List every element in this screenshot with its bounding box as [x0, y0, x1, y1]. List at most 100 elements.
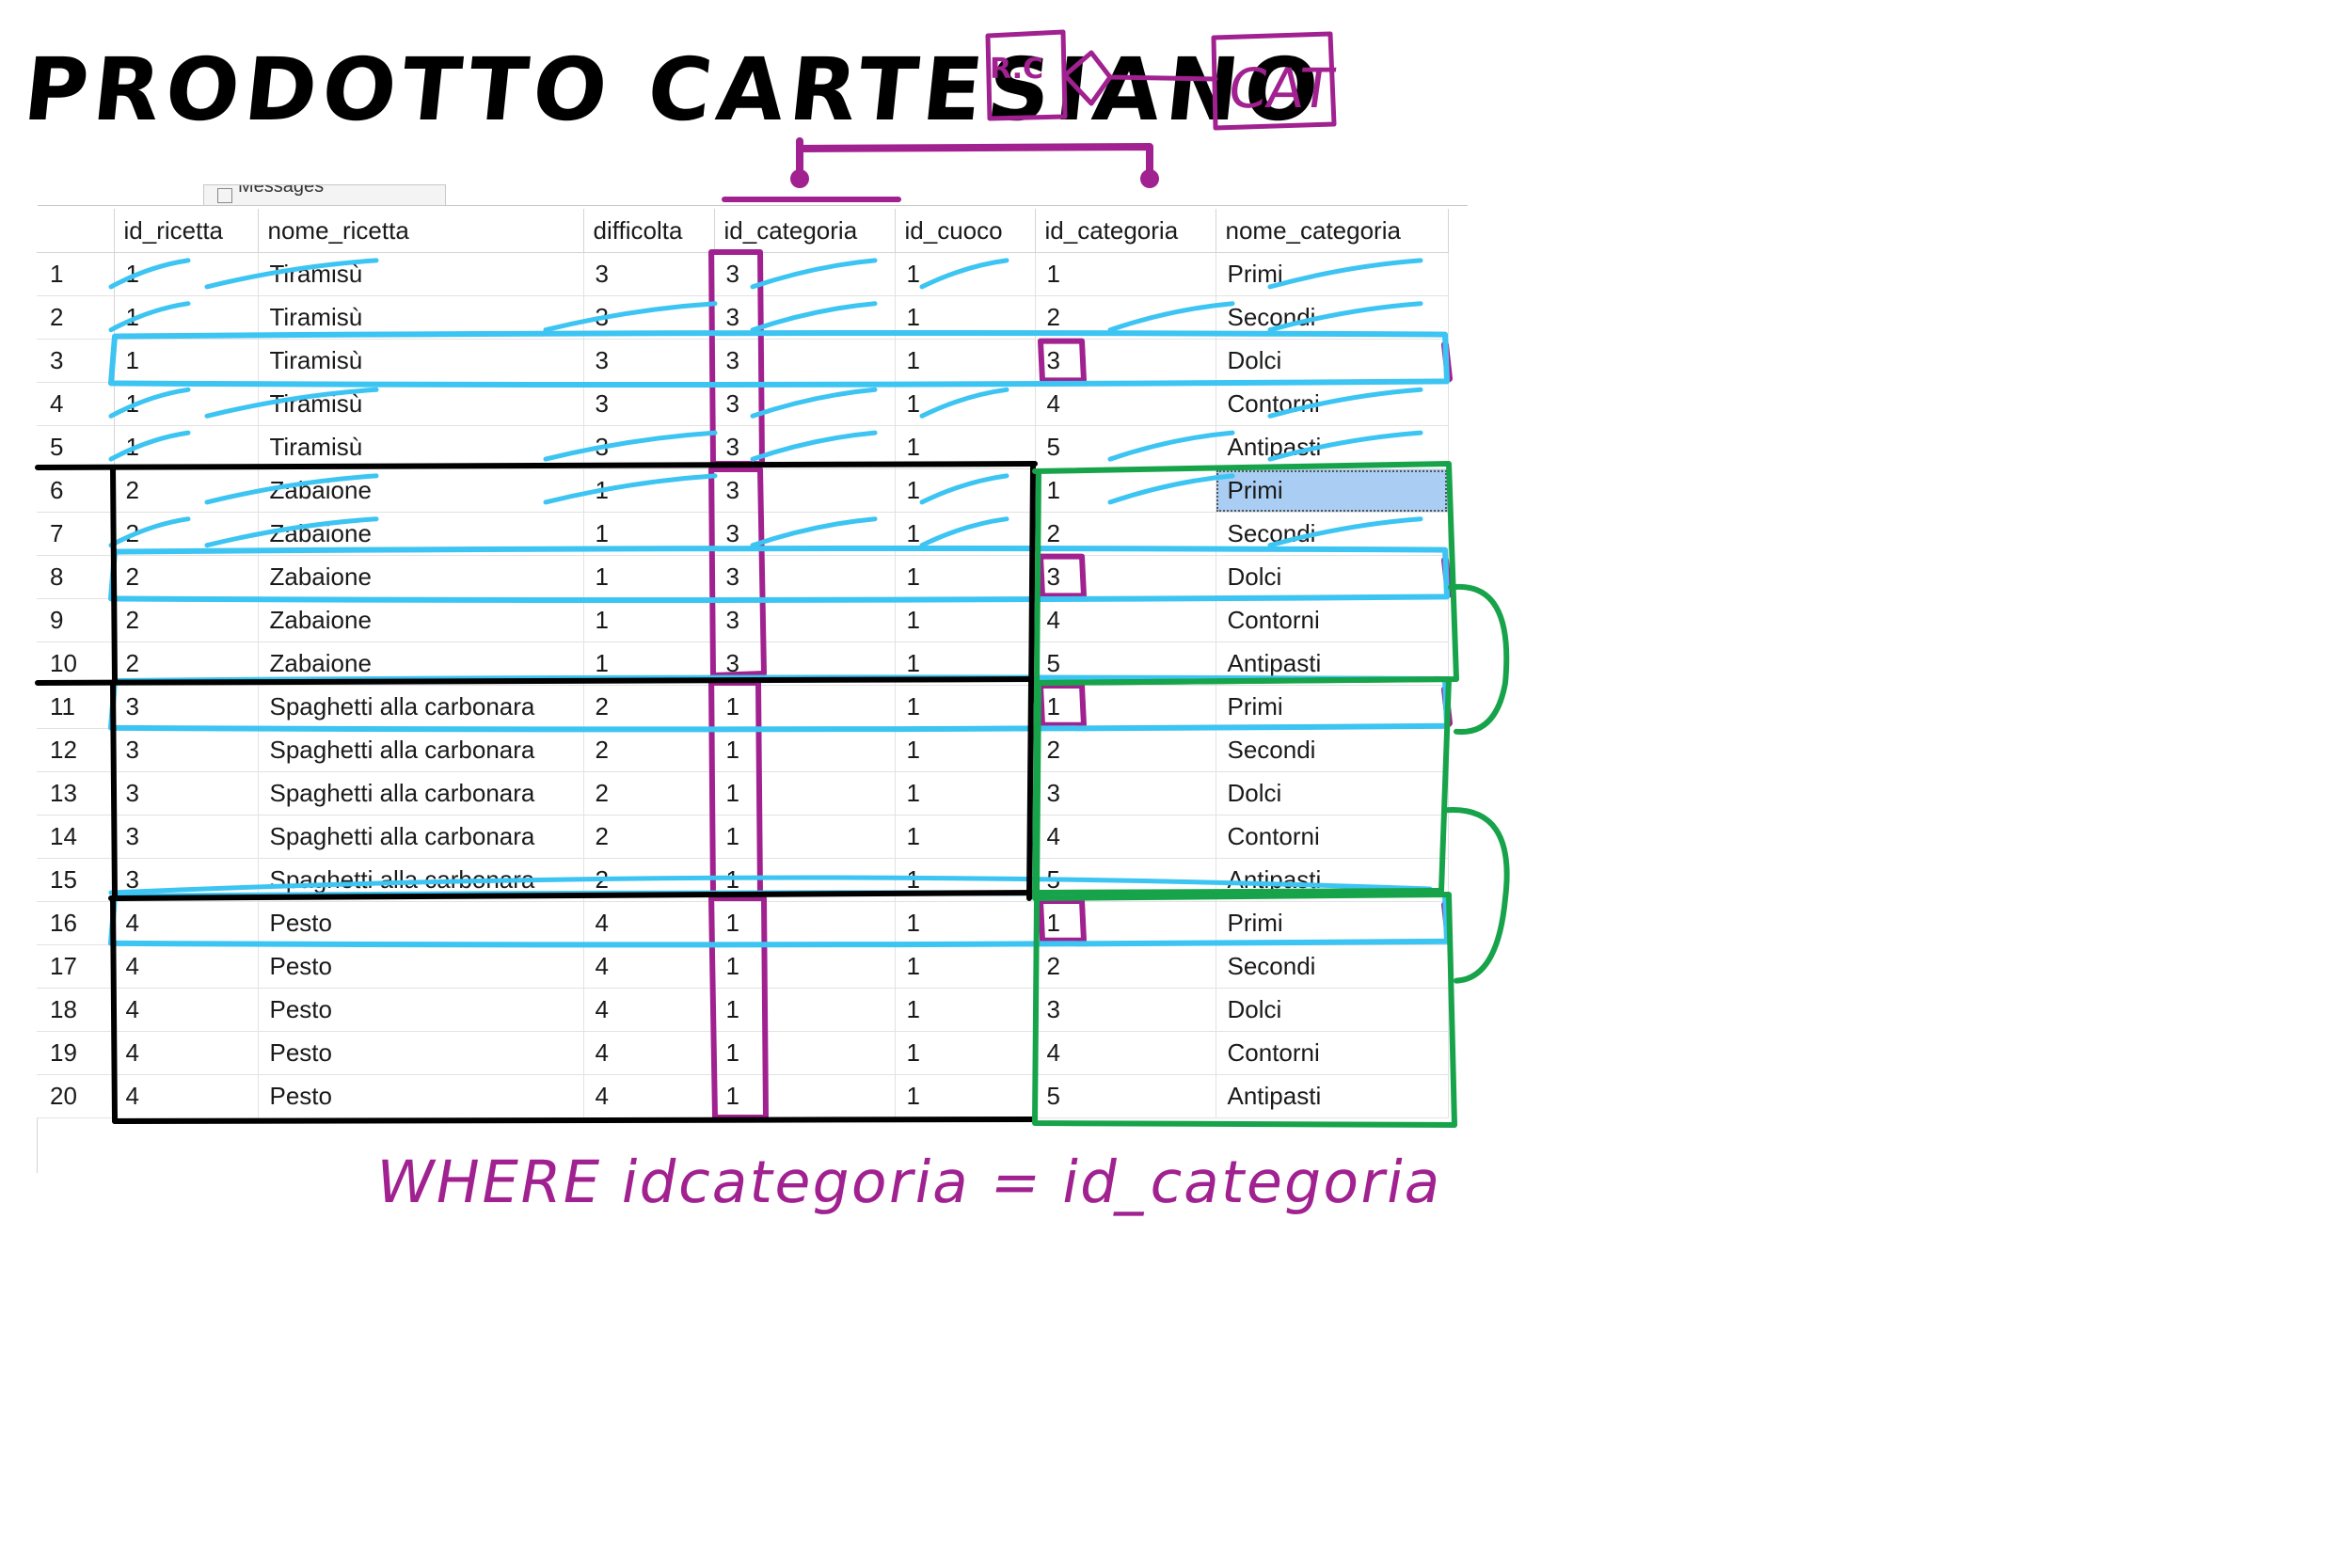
- table-cell[interactable]: Antipasti: [1216, 858, 1449, 902]
- table-cell[interactable]: Secondi: [1216, 728, 1449, 772]
- table-cell[interactable]: 4: [1035, 1031, 1216, 1075]
- table-cell[interactable]: Spaghetti alla carbonara: [258, 858, 584, 902]
- table-cell[interactable]: 3: [114, 728, 259, 772]
- table-cell[interactable]: 1: [714, 1031, 896, 1075]
- table-cell[interactable]: 2: [583, 685, 715, 729]
- table-cell[interactable]: 1: [714, 728, 896, 772]
- table-cell[interactable]: Tiramisù: [258, 252, 584, 296]
- table-cell[interactable]: 4: [114, 944, 259, 989]
- table-cell[interactable]: 4: [114, 1031, 259, 1075]
- table-cell[interactable]: 4: [114, 988, 259, 1032]
- table-cell[interactable]: Tiramisù: [258, 425, 584, 469]
- table-cell[interactable]: 1: [114, 382, 259, 426]
- table-cell[interactable]: 3: [714, 555, 896, 599]
- table-cell[interactable]: 2: [114, 641, 259, 686]
- table-cell[interactable]: 1: [895, 1031, 1036, 1075]
- table-cell[interactable]: Dolci: [1216, 988, 1449, 1032]
- row-number[interactable]: 16: [37, 901, 115, 945]
- table-cell[interactable]: 4: [1035, 815, 1216, 859]
- table-cell[interactable]: 3: [1035, 555, 1216, 599]
- table-cell[interactable]: 1: [1035, 468, 1216, 513]
- messages-tab[interactable]: Messages: [203, 184, 446, 205]
- table-cell[interactable]: Contorni: [1216, 382, 1449, 426]
- table-cell[interactable]: 3: [583, 252, 715, 296]
- row-number[interactable]: 20: [37, 1074, 115, 1118]
- table-cell[interactable]: 1: [583, 555, 715, 599]
- table-cell[interactable]: 1: [714, 685, 896, 729]
- table-cell[interactable]: 4: [1035, 598, 1216, 642]
- table-cell[interactable]: 3: [714, 641, 896, 686]
- table-cell[interactable]: Contorni: [1216, 815, 1449, 859]
- table-cell[interactable]: Secondi: [1216, 944, 1449, 989]
- table-cell[interactable]: Spaghetti alla carbonara: [258, 815, 584, 859]
- table-cell[interactable]: 1: [895, 944, 1036, 989]
- table-cell[interactable]: 1: [583, 641, 715, 686]
- table-cell[interactable]: 4: [583, 1031, 715, 1075]
- table-cell[interactable]: 5: [1035, 1074, 1216, 1118]
- table-cell[interactable]: 1: [714, 815, 896, 859]
- table-cell[interactable]: 2: [583, 771, 715, 816]
- table-cell[interactable]: 2: [1035, 944, 1216, 989]
- table-cell[interactable]: Contorni: [1216, 1031, 1449, 1075]
- table-cell[interactable]: 1: [714, 1074, 896, 1118]
- table-cell[interactable]: 1: [1035, 252, 1216, 296]
- table-cell[interactable]: 3: [714, 382, 896, 426]
- table-cell[interactable]: 2: [1035, 295, 1216, 340]
- table-cell[interactable]: Tiramisù: [258, 295, 584, 340]
- table-cell[interactable]: 1: [895, 771, 1036, 816]
- row-number[interactable]: 2: [37, 295, 115, 340]
- table-cell[interactable]: 1: [895, 598, 1036, 642]
- row-number[interactable]: 6: [37, 468, 115, 513]
- row-number-header[interactable]: [37, 209, 115, 253]
- row-number[interactable]: 8: [37, 555, 115, 599]
- table-cell[interactable]: Secondi: [1216, 512, 1449, 556]
- table-cell[interactable]: 1: [714, 858, 896, 902]
- table-cell[interactable]: 1: [1035, 685, 1216, 729]
- table-cell[interactable]: 2: [114, 468, 259, 513]
- table-cell[interactable]: Zabaione: [258, 555, 584, 599]
- table-cell[interactable]: 1: [895, 728, 1036, 772]
- table-cell[interactable]: Dolci: [1216, 555, 1449, 599]
- table-cell[interactable]: 4: [114, 1074, 259, 1118]
- row-number[interactable]: 13: [37, 771, 115, 816]
- table-cell[interactable]: 1: [714, 771, 896, 816]
- row-number[interactable]: 4: [37, 382, 115, 426]
- table-cell[interactable]: 3: [714, 512, 896, 556]
- table-cell[interactable]: 3: [1035, 771, 1216, 816]
- row-number[interactable]: 18: [37, 988, 115, 1032]
- row-number[interactable]: 7: [37, 512, 115, 556]
- table-cell[interactable]: 3: [1035, 339, 1216, 383]
- table-cell[interactable]: 1: [895, 685, 1036, 729]
- table-cell[interactable]: Antipasti: [1216, 425, 1449, 469]
- table-cell[interactable]: Spaghetti alla carbonara: [258, 685, 584, 729]
- selected-cell[interactable]: Primi: [1216, 468, 1449, 513]
- column-header[interactable]: id_categoria: [714, 209, 896, 253]
- table-cell[interactable]: 1: [114, 425, 259, 469]
- table-cell[interactable]: 5: [1035, 858, 1216, 902]
- table-cell[interactable]: 1: [895, 295, 1036, 340]
- table-cell[interactable]: 3: [583, 382, 715, 426]
- table-cell[interactable]: Zabaione: [258, 641, 584, 686]
- table-cell[interactable]: 4: [583, 901, 715, 945]
- table-cell[interactable]: Pesto: [258, 901, 584, 945]
- table-cell[interactable]: Dolci: [1216, 771, 1449, 816]
- table-cell[interactable]: 3: [714, 339, 896, 383]
- table-cell[interactable]: 1: [895, 252, 1036, 296]
- table-cell[interactable]: 4: [583, 1074, 715, 1118]
- table-cell[interactable]: Tiramisù: [258, 339, 584, 383]
- table-cell[interactable]: Zabaione: [258, 598, 584, 642]
- table-cell[interactable]: 1: [895, 468, 1036, 513]
- table-cell[interactable]: 1: [114, 339, 259, 383]
- column-header[interactable]: nome_categoria: [1216, 209, 1449, 253]
- table-cell[interactable]: 5: [1035, 425, 1216, 469]
- table-cell[interactable]: 3: [114, 685, 259, 729]
- table-cell[interactable]: 1: [895, 858, 1036, 902]
